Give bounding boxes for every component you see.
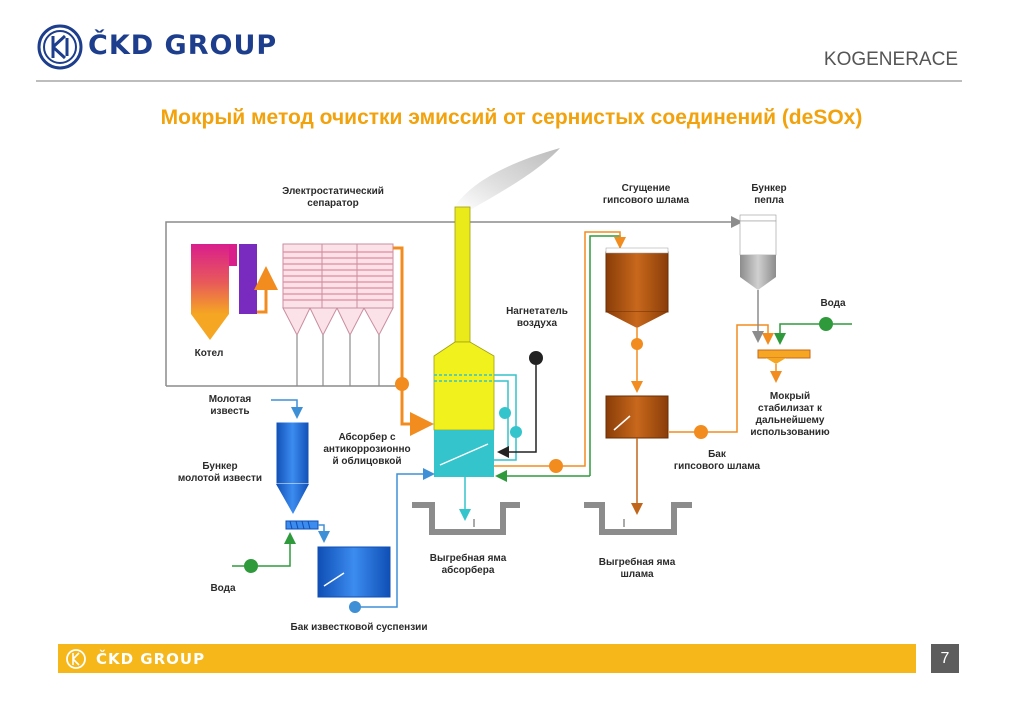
footer-brand: ČKD GROUP — [96, 650, 206, 668]
air-blower-icon — [529, 351, 543, 365]
page-number: 7 — [931, 644, 959, 673]
header-divider — [36, 80, 962, 82]
label-water-right: Вода — [820, 298, 846, 309]
gypsum-pump-icon — [549, 459, 563, 473]
sludge-pit — [584, 502, 692, 535]
blower-line — [497, 365, 537, 458]
boiler — [191, 244, 278, 340]
brand-name: ČKD GROUP — [88, 30, 278, 61]
recirculation-pump-icon — [510, 426, 522, 438]
lime-slurry-tank — [317, 546, 391, 613]
water-pump-right-icon — [819, 317, 833, 331]
label-water-left: Вода — [210, 583, 236, 594]
electrostatic-precipitator — [282, 243, 394, 386]
ash-bunker — [739, 214, 777, 290]
lime-slurry-line — [361, 468, 435, 608]
stabilizate-mixer — [757, 349, 811, 364]
water-pump-left-icon — [244, 559, 258, 573]
label-lime-tank: Бак известковой суспензии — [291, 622, 428, 633]
gypsum-thickener — [605, 247, 669, 328]
recirculation-pump-icon — [499, 407, 511, 419]
lime-bunker — [271, 399, 319, 530]
page-title: Мокрый метод очистки эмиссий от сернисты… — [160, 106, 863, 129]
absorber — [433, 206, 495, 477]
flue-gas-line — [393, 246, 434, 436]
label-boiler: Котел — [195, 348, 224, 359]
gypsum-slurry-tank — [605, 395, 669, 439]
footer-bar — [58, 644, 916, 673]
footer-logo-icon — [66, 649, 86, 669]
smoke-plume — [455, 148, 560, 210]
flue-gas-fan-icon — [395, 377, 409, 391]
section-label: KOGENERACE — [823, 49, 958, 70]
absorber-pit — [412, 502, 520, 535]
flue-gas-bypass-line — [165, 216, 743, 386]
ckd-logo-icon — [37, 24, 83, 70]
